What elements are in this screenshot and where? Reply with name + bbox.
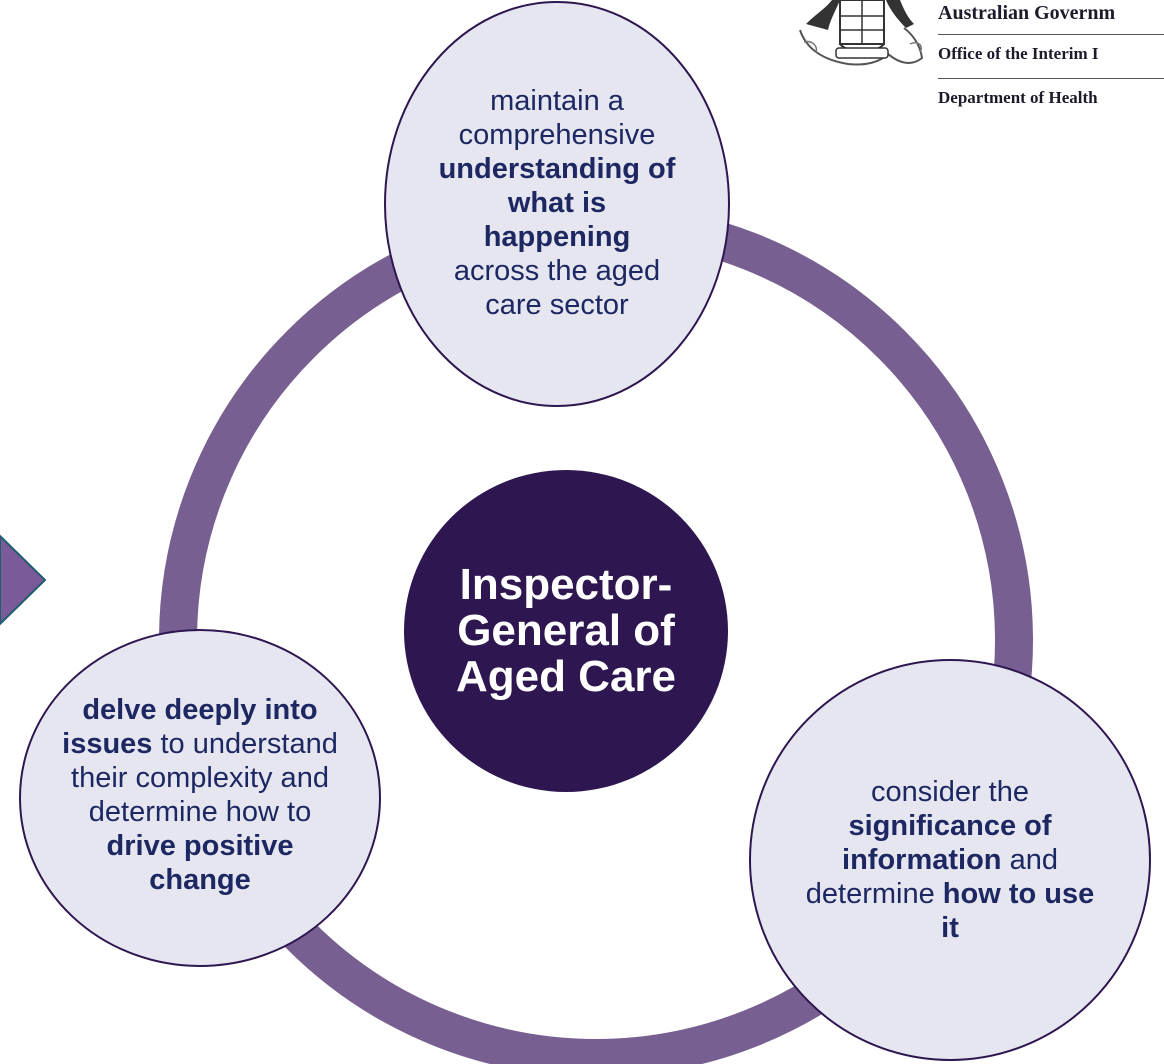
department-title: Department of Health (938, 88, 1098, 107)
header-divider (938, 34, 1164, 35)
node-understanding: maintain a comprehensive understanding o… (384, 0, 730, 406)
chevron-right-icon (0, 534, 47, 626)
node-significance-text: consider the significance of information… (800, 775, 1100, 945)
node-right-circle (749, 659, 1151, 1061)
node-text-emphasis: significance of information (842, 810, 1052, 876)
node-delve-deeply: delve deeply into issues to understand t… (20, 630, 380, 960)
node-text-emphasis: how to use it (941, 878, 1095, 944)
node-text-part: maintain a comprehensive (458, 85, 656, 151)
center-circle (404, 470, 728, 792)
node-text-emphasis: understanding of what is happening (438, 153, 676, 253)
center-title: Inspector-General of Aged Care (455, 560, 677, 701)
government-title: Australian Governm (938, 2, 1116, 24)
center-node: Inspector-General of Aged Care (404, 470, 728, 792)
node-delve-deeply-text: delve deeply into issues to understand t… (55, 693, 345, 897)
office-title: Office of the Interim I (938, 44, 1099, 63)
node-top-circle (384, 1, 730, 407)
node-text-part: and determine (805, 844, 1058, 910)
node-text-emphasis: delve deeply into issues (62, 694, 318, 760)
node-text-part: to understand their complexity and deter… (71, 728, 338, 828)
node-text-emphasis: drive positive change (106, 830, 294, 896)
australian-coat-of-arms-icon (799, 0, 924, 66)
node-understanding-text: maintain a comprehensive understanding o… (437, 84, 677, 322)
node-text-part: consider the (871, 776, 1029, 808)
node-left-circle (19, 629, 381, 967)
node-text-part: across the aged care sector (453, 255, 661, 321)
header-divider (938, 78, 1164, 79)
node-significance: consider the significance of information… (750, 665, 1150, 1055)
